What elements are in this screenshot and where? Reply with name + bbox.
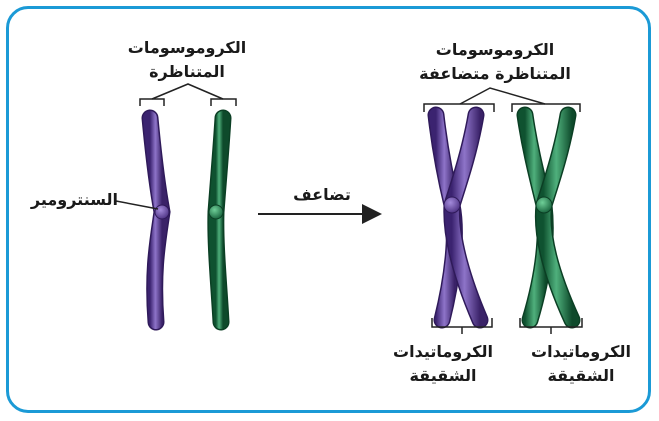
purple-duplicated-chromosome [436, 115, 480, 320]
duplicated-label-line1: الكروموسومات [400, 40, 590, 60]
homologous-label-line2: المتناظرة [122, 62, 252, 82]
purple-chromosome [150, 118, 169, 322]
duplicated-label-line2: المتناظرة متضاعفة [400, 64, 590, 84]
green-duplicated-chromosome [525, 115, 572, 320]
sister-chromatids-right-line2: الشقيقة [516, 366, 646, 386]
green-chromosome [209, 118, 223, 322]
homologous-label-line1: الكروموسومات [122, 38, 252, 58]
sister-chromatids-left-line2: الشقيقة [378, 366, 508, 386]
homologous-bracket [140, 84, 236, 106]
duplication-label: تضاعف [282, 185, 362, 205]
sister-chromatids-left-line1: الكروماتيدات [378, 342, 508, 362]
centromere-label: السنترومير [14, 190, 118, 210]
duplicated-bracket [424, 88, 580, 112]
sister-chromatids-right-line1: الكروماتيدات [516, 342, 646, 362]
